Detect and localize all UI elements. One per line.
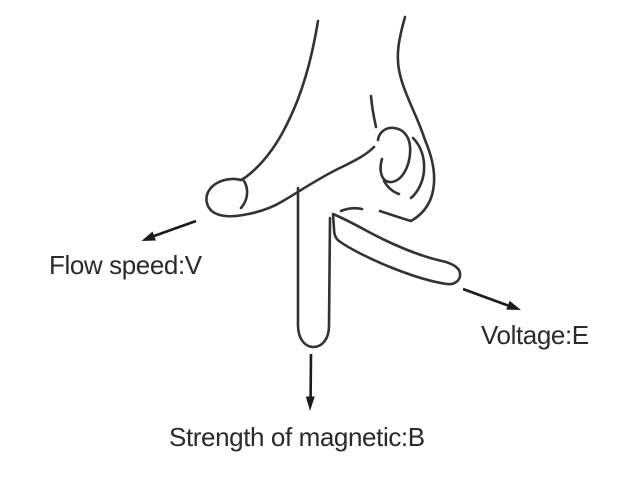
ring-finger-curl [376, 126, 412, 184]
flow-speed-label: Flow speed:V [49, 250, 202, 280]
magnetic-arrow-head [305, 396, 315, 411]
flow-speed-arrow-shaft [153, 219, 197, 238]
ring-knuckle-crease [382, 179, 401, 196]
voltage-label: Voltage:E [481, 320, 589, 350]
flow-speed-arrow-head [141, 231, 156, 241]
annotation-arrows [141, 219, 521, 411]
flow-speed-arrow [141, 219, 197, 241]
voltage-arrow-shaft [462, 287, 509, 307]
right-hand-illustration [205, 15, 462, 349]
forearm-left-edge [239, 19, 320, 182]
middle-finger [296, 186, 332, 349]
index-knuckle-crease [339, 206, 364, 213]
magnetic-strength-label: Strength of magnetic:B [169, 422, 425, 452]
thumb-nail [239, 179, 249, 210]
pinky-crease [409, 136, 426, 200]
finger-gap-line [369, 94, 378, 129]
voltage-arrow-head [506, 300, 521, 310]
thumb-outline [205, 145, 376, 218]
index-finger [331, 212, 462, 286]
forearm-right-and-pinky-edge [378, 15, 436, 223]
magnetic-arrow [305, 353, 315, 411]
voltage-arrow [462, 287, 521, 310]
